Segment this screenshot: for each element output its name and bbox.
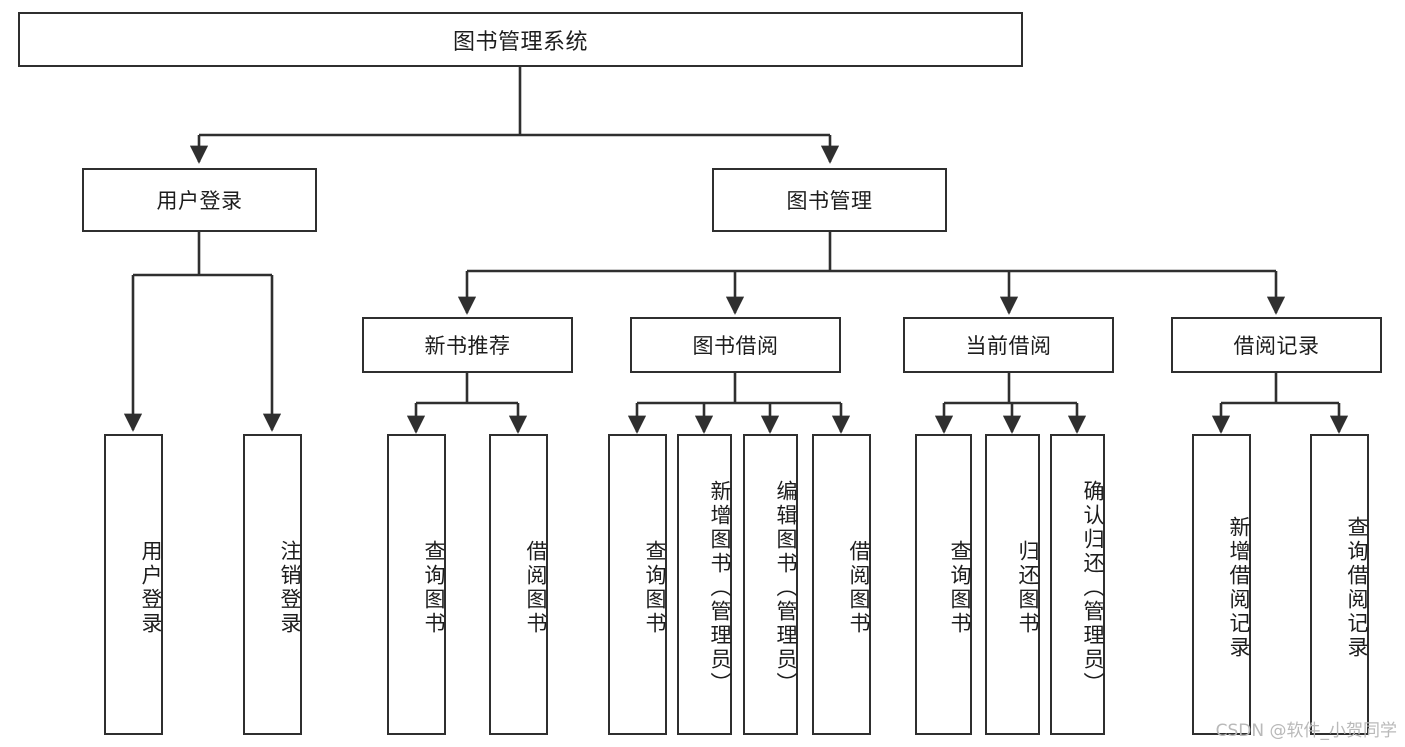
watermark-text: CSDN @软件_小贺同学 <box>1215 721 1397 741</box>
leaf-new-book-query[interactable]: 查询图书 <box>387 434 446 735</box>
node-label: 查询借阅记录 <box>1345 515 1369 660</box>
node-label: 注销登录 <box>278 539 302 636</box>
leaf-book-borrow-add[interactable]: 新增图书（管理员） <box>677 434 732 735</box>
node-label: 查询图书 <box>643 539 667 636</box>
node-label: 借阅图书 <box>524 539 548 636</box>
leaf-new-book-borrow[interactable]: 借阅图书 <box>489 434 548 735</box>
leaf-current-borrow-confirm[interactable]: 确认归还（管理员） <box>1050 434 1105 735</box>
node-label: 当前借阅 <box>965 334 1052 358</box>
leaf-current-borrow-return[interactable]: 归还图书 <box>985 434 1040 735</box>
node-label: 用户登录 <box>156 189 243 213</box>
node-book-management[interactable]: 图书管理 <box>712 168 947 232</box>
node-label: 图书管理系统 <box>452 29 588 55</box>
leaf-book-borrow-borrow[interactable]: 借阅图书 <box>812 434 871 735</box>
leaf-borrow-record-add[interactable]: 新增借阅记录 <box>1192 434 1251 735</box>
node-new-book-recommend[interactable]: 新书推荐 <box>362 317 573 373</box>
leaf-book-borrow-edit[interactable]: 编辑图书（管理员） <box>743 434 798 735</box>
node-label: 借阅记录 <box>1233 334 1320 358</box>
node-label: 查询图书 <box>948 539 972 636</box>
leaf-user-login-logout[interactable]: 注销登录 <box>243 434 302 735</box>
node-label: 查询图书 <box>422 539 446 636</box>
node-label: 用户登录 <box>139 539 163 636</box>
node-label: 图书借阅 <box>692 334 779 358</box>
node-label: 确认归还（管理员） <box>1081 479 1105 696</box>
node-label: 归还图书 <box>1016 539 1040 636</box>
node-book-borrow[interactable]: 图书借阅 <box>630 317 841 373</box>
node-current-borrow[interactable]: 当前借阅 <box>903 317 1114 373</box>
node-label: 编辑图书（管理员） <box>774 479 798 696</box>
node-root-system[interactable]: 图书管理系统 <box>18 12 1023 67</box>
leaf-borrow-record-query[interactable]: 查询借阅记录 <box>1310 434 1369 735</box>
node-borrow-record[interactable]: 借阅记录 <box>1171 317 1382 373</box>
node-user-login[interactable]: 用户登录 <box>82 168 317 232</box>
leaf-book-borrow-query[interactable]: 查询图书 <box>608 434 667 735</box>
leaf-user-login-login[interactable]: 用户登录 <box>104 434 163 735</box>
node-label: 图书管理 <box>786 189 873 213</box>
node-label: 借阅图书 <box>847 539 871 636</box>
node-label: 新增借阅记录 <box>1227 515 1251 660</box>
leaf-current-borrow-query[interactable]: 查询图书 <box>915 434 972 735</box>
node-label: 新书推荐 <box>424 334 511 358</box>
node-label: 新增图书（管理员） <box>708 479 732 696</box>
